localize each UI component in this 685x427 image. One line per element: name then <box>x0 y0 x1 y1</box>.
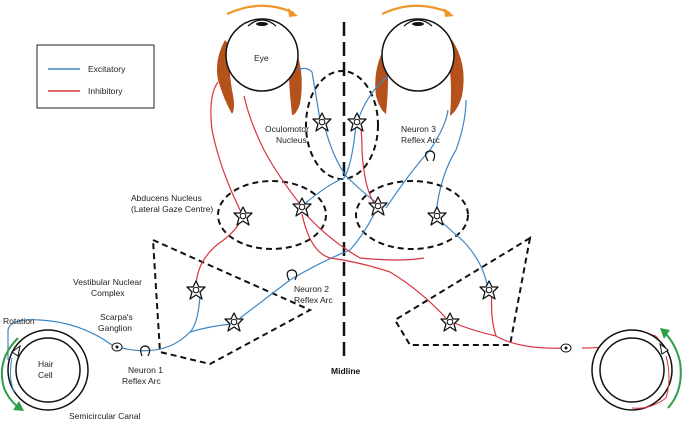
left-vestibular-inhibitory-ascending-axon <box>195 217 243 289</box>
left-vestibular-neuron-lower <box>224 312 244 332</box>
excitatory-pathways <box>7 67 489 360</box>
left-vestibular-nuclear-complex-outline <box>151 238 313 366</box>
right-abducens-to-right-lateral-rectus-axon <box>435 99 467 215</box>
right-canal-ampulla-hair-cell-icon <box>659 342 669 355</box>
left-eye-label: Eye <box>254 53 269 63</box>
neuron-3-label-2: Reflex Arc <box>401 135 440 145</box>
oculomotor-nucleus-outline <box>305 70 379 180</box>
right-vestibular-second-inhibitory-axon <box>451 321 497 337</box>
left-neuron-1-axon <box>121 295 201 352</box>
left-abducens-neuron-medial <box>292 197 312 217</box>
abducens-nucleus-label-1: Abducens Nucleus <box>131 193 202 203</box>
left-canal-flow-line <box>9 357 15 393</box>
legend-box <box>36 44 155 109</box>
neuron-3-label-1: Neuron 3 <box>401 124 436 134</box>
left-abducens-neuron-lateral <box>233 206 253 226</box>
right-abducens-neuron-lateral <box>427 206 447 226</box>
left-eye-pupil <box>256 22 268 26</box>
left-vestibular-neuron-upper <box>186 280 206 300</box>
rotation-label: Rotation <box>3 316 35 326</box>
left-semicircular-canal <box>7 329 89 411</box>
left-canal-rotation-arrow <box>0 337 21 409</box>
right-abducens-to-left-oculomotor-axon <box>323 123 379 205</box>
neuron-2-label-2: Reflex Arc <box>294 295 333 305</box>
left-hair-cell-to-ganglion-axon <box>7 319 113 360</box>
right-vestibular-crossing-inhibitory-axon <box>301 213 447 319</box>
left-canal-ampulla-hair-cell-icon <box>11 344 21 357</box>
left-abducens-crossing-inhibitory-axon <box>301 209 425 261</box>
hair-cell-label-1: Hair <box>38 359 54 369</box>
legend-excitatory-label: Excitatory <box>88 64 126 74</box>
left-oculomotor-to-left-medial-rectus-axon <box>297 67 321 121</box>
left-oculomotor-to-right-eye-axon <box>357 75 389 121</box>
left-eye-globe <box>225 18 299 92</box>
left-abducens-to-oculomotor-axon <box>301 123 357 207</box>
legend: Excitatory Inhibitory <box>36 44 155 109</box>
neuron-2-label-1: Neuron 2 <box>294 284 329 294</box>
left-neuron-1-branch <box>189 323 233 333</box>
left-scarpas-ganglion-nucleus <box>115 345 119 349</box>
right-vestibular-neuron-lower <box>440 312 460 332</box>
left-abducens-interneuron-inhibitory-axon <box>243 95 301 205</box>
left-neuron-2-crossing-axon <box>239 205 379 319</box>
vestibular-nuclear-complex-label-2: Complex <box>91 288 125 298</box>
left-eye-lateral-muscle <box>216 40 234 114</box>
oculomotor-nucleus-label-2: Nucleus <box>276 135 307 145</box>
left-eye: Eye <box>216 18 302 115</box>
right-abducens-interneuron-axon <box>385 109 449 209</box>
right-oculomotor-neuron <box>347 112 367 132</box>
right-eye-pupil <box>412 22 424 26</box>
left-canal-rotation-arrowhead <box>13 401 24 411</box>
right-vestibular-neuron-upper <box>479 280 499 300</box>
right-eye-rotation-arrowhead <box>444 8 454 17</box>
scarpas-ganglion-label-1: Scarpa's <box>100 312 133 322</box>
right-oculomotor-inhibitory-axon <box>359 123 377 207</box>
right-vestibular-nuclear-complex-outline <box>393 235 532 346</box>
legend-inhibitory-label: Inhibitory <box>88 86 123 96</box>
neuron-3-reflex-arc-marker <box>425 150 436 162</box>
hair-cell-label-2: Cell <box>38 370 53 380</box>
scarpas-ganglion-label-2: Ganglion <box>98 323 132 333</box>
left-canal-inner <box>15 337 81 403</box>
semicircular-canal-label: Semicircular Canal <box>69 411 140 421</box>
right-canal-rotation-arrowhead <box>660 328 670 339</box>
vestibular-nuclear-complex-label-1: Vestibular Nuclear <box>73 277 142 287</box>
right-canal-flow-line <box>631 355 670 409</box>
left-eye-rotation-arrow <box>226 4 295 16</box>
right-canal-inner <box>599 337 665 403</box>
right-vestibular-ascending-axon <box>439 219 489 291</box>
neuron-1-label-1: Neuron 1 <box>128 365 163 375</box>
neuron-1-reflex-arc-marker <box>140 345 151 357</box>
left-oculomotor-neuron <box>312 112 332 132</box>
right-eye-rotation-arrow <box>381 4 451 15</box>
right-scarpas-ganglion-nucleus <box>564 346 568 350</box>
abducens-nucleus-label-2: (Lateral Gaze Centre) <box>131 204 213 214</box>
left-abducens-nucleus-outline <box>217 180 327 250</box>
right-eye <box>375 18 464 116</box>
neurons <box>186 112 499 332</box>
right-abducens-neuron-medial <box>368 196 388 216</box>
oculomotor-nucleus-label-1: Oculomotor <box>265 124 309 134</box>
right-canal-rotation-arrow <box>663 331 682 409</box>
right-vestibular-inhibitory-axon <box>490 291 571 349</box>
midline-label: Midline <box>331 366 361 376</box>
right-abducens-nucleus-outline <box>355 180 469 250</box>
neuron-1-label-2: Reflex Arc <box>122 376 161 386</box>
right-eye-globe <box>381 18 455 92</box>
left-eye-rotation-arrowhead <box>288 8 298 17</box>
right-semicircular-canal <box>591 329 673 411</box>
neuron-2-reflex-arc-marker <box>286 269 298 281</box>
left-abducens-to-lateral-rectus-inhibitory-axon <box>210 81 243 215</box>
